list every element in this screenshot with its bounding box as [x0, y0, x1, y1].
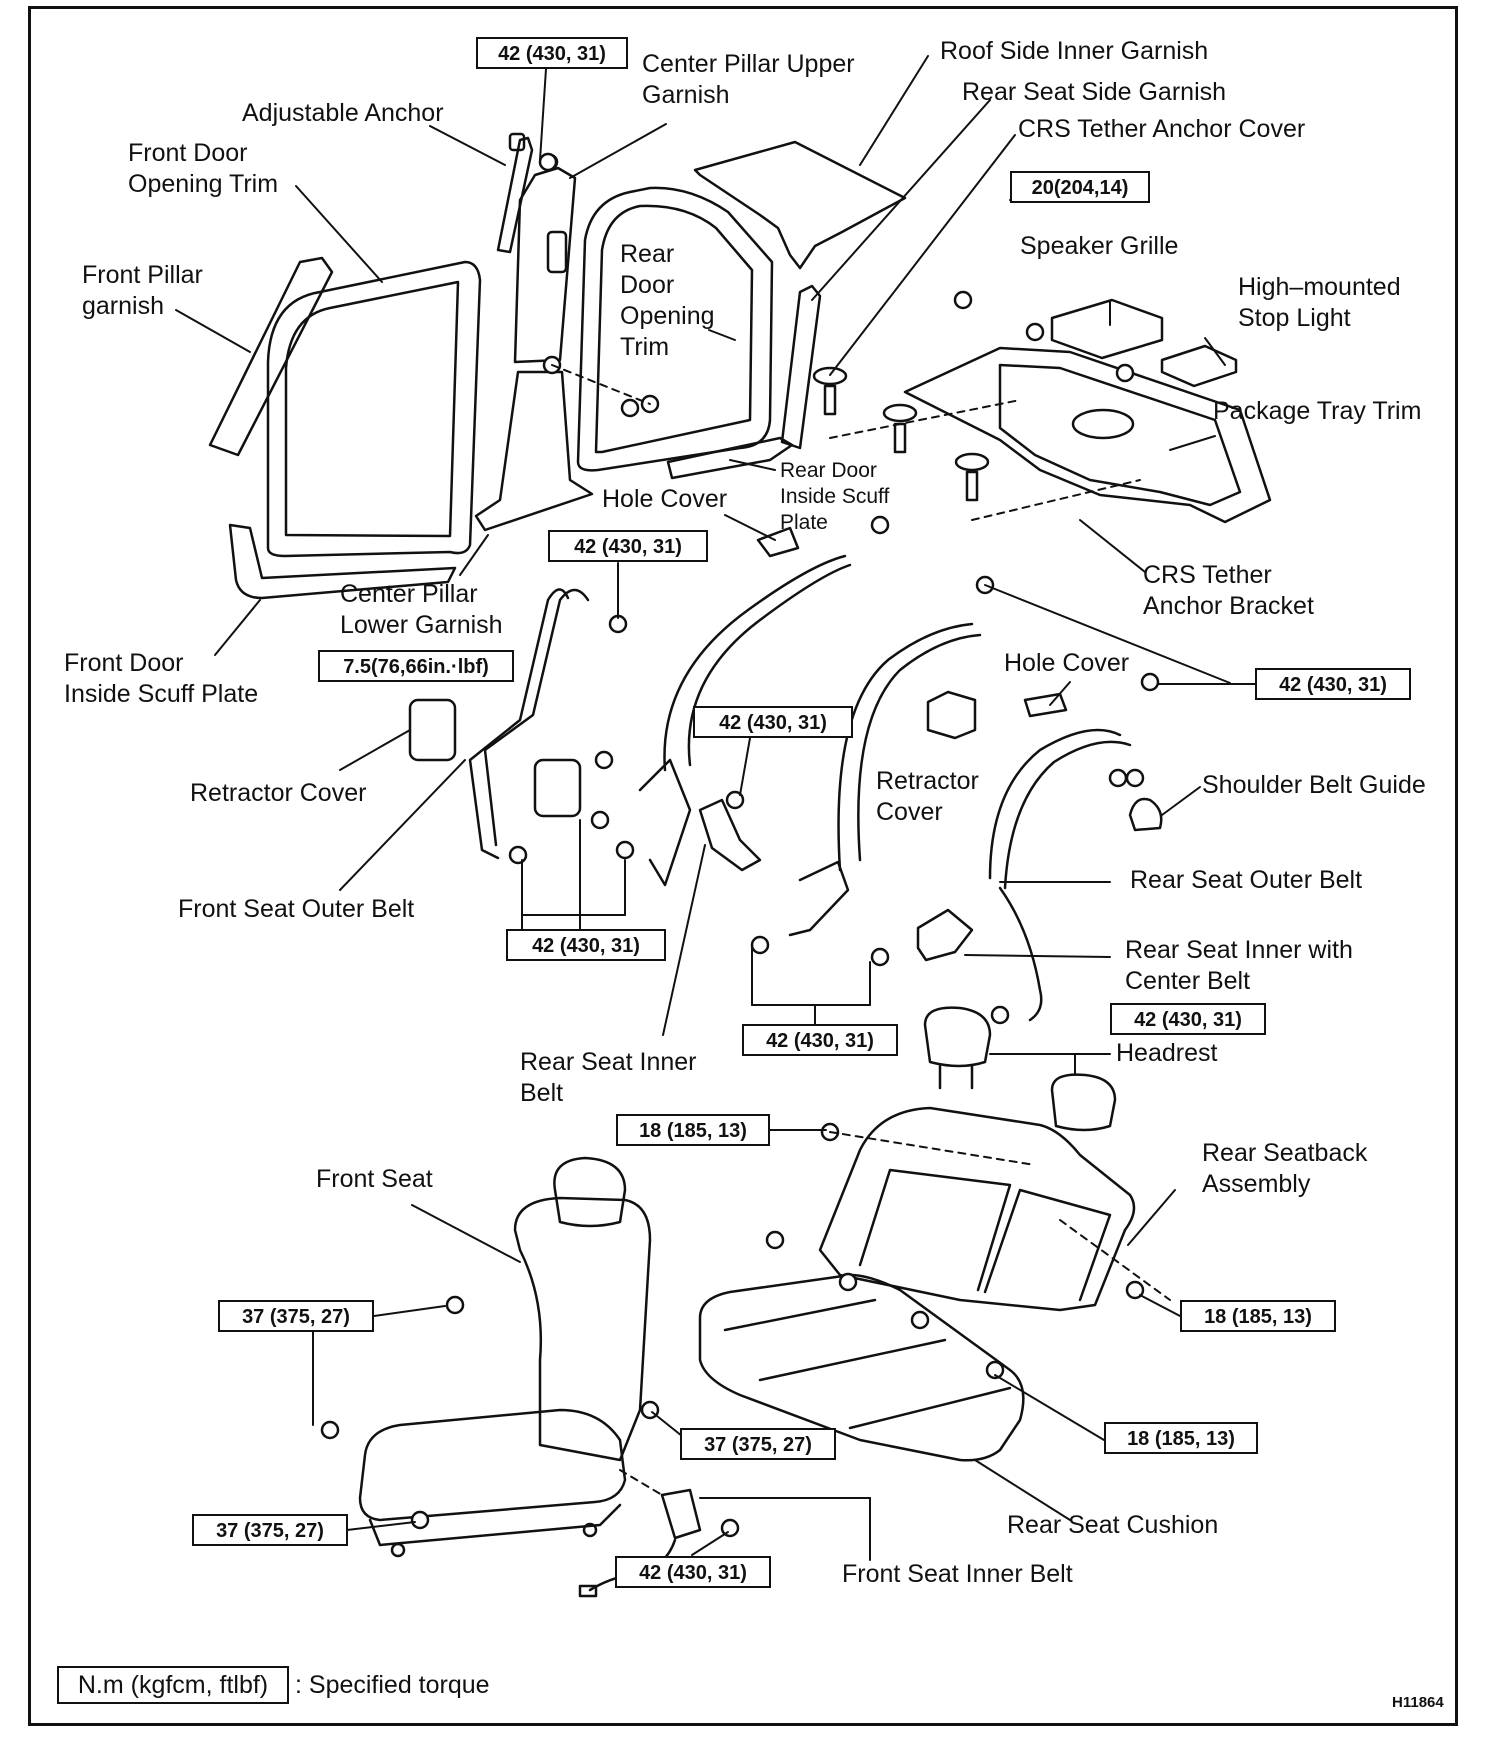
torque-box: 42 (430, 31): [548, 530, 708, 562]
torque-box: 37 (375, 27): [192, 1514, 348, 1546]
retractor-cover-front-part: [408, 698, 457, 762]
headrest-left-part: [923, 1006, 992, 1068]
torque-box: 42 (430, 31): [742, 1024, 898, 1056]
label-retractor-cover-2: Retractor Cover: [876, 767, 979, 826]
label-hole-cover: Hole Cover: [602, 485, 728, 513]
label-adjustable-anchor: Adjustable Anchor: [242, 99, 444, 127]
label-crs-tether-anchor-bracket: CRS Tether Anchor Bracket: [1143, 561, 1314, 620]
rear-seatback-part: [818, 1106, 1136, 1312]
label-rear-seatback-assembly: Rear Seatback Assembly: [1202, 1139, 1368, 1198]
torque-box: 18 (185, 13): [1180, 1300, 1336, 1332]
label-rear-seat-cushion: Rear Seat Cushion: [1007, 1511, 1219, 1539]
label-rear-seat-outer-belt: Rear Seat Outer Belt: [1130, 866, 1363, 894]
hole-cover-part: [756, 526, 800, 558]
label-retractor-cover: Retractor Cover: [190, 779, 367, 807]
label-headrest: Headrest: [1116, 1039, 1218, 1067]
label-rear-door-inside-scuff-plate: Rear Door Inside Scuff Plate: [780, 459, 890, 534]
label-front-door-opening-trim: Front Door Opening Trim: [128, 139, 279, 198]
label-front-pillar-garnish: Front Pillar garnish: [82, 261, 203, 320]
front-seat-part: [513, 1196, 652, 1462]
torque-box: 42 (430, 31): [615, 1556, 771, 1588]
legend-torque-unit-box: N.m (kgfcm, ftlbf): [57, 1666, 289, 1704]
label-speaker-grille: Speaker Grille: [1020, 232, 1179, 260]
torque-box: 42 (430, 31): [476, 37, 628, 69]
legend-description: : Specified torque: [295, 1671, 490, 1699]
rear-seat-inner-buckle-part: [698, 798, 762, 872]
speaker-grille-part: [1050, 298, 1164, 360]
crs-tether-brackets: [812, 366, 990, 502]
torque-box: 18 (185, 13): [1104, 1422, 1258, 1454]
label-package-tray-trim: Package Tray Trim: [1213, 397, 1422, 425]
label-center-pillar-lower-garnish: Center Pillar Lower Garnish: [340, 580, 503, 639]
package-tray-trim-part: [903, 346, 1272, 524]
high-mounted-stop-light-part: [1160, 344, 1238, 388]
center-pillar-upper-garnish-part: [513, 166, 577, 364]
adjustable-anchor-part: [496, 136, 534, 254]
diagram-frame: [28, 6, 1458, 1726]
label-front-seat: Front Seat: [316, 1165, 433, 1193]
front-seat-inner-belt-part: [660, 1488, 702, 1540]
rear-seat-belt-right-part: [988, 728, 1122, 880]
front-pillar-garnish-part: [208, 256, 334, 457]
torque-box: 18 (185, 13): [616, 1114, 770, 1146]
torque-box: 7.5(76,66in.·lbf): [318, 650, 514, 682]
shoulder-belt-guide-part: [1128, 797, 1163, 832]
label-center-pillar-upper-garnish: Center Pillar Upper Garnish: [642, 50, 855, 109]
label-front-seat-outer-belt: Front Seat Outer Belt: [178, 895, 415, 923]
figure-id: H11864: [1392, 1694, 1444, 1711]
label-rear-seat-inner-belt: Rear Seat Inner Belt: [520, 1048, 697, 1107]
label-crs-tether-anchor-cover: CRS Tether Anchor Cover: [1018, 115, 1306, 143]
torque-box: 42 (430, 31): [1110, 1003, 1266, 1035]
label-high-mounted-stop-light: High–mounted Stop Light: [1238, 273, 1401, 332]
retractor-cover-rear-part: [926, 690, 977, 740]
torque-box: 20(204,14): [1010, 171, 1150, 203]
torque-box: 37 (375, 27): [680, 1428, 836, 1460]
roof-side-inner-garnish-part: [693, 140, 907, 270]
label-rear-seat-side-garnish: Rear Seat Side Garnish: [962, 78, 1227, 106]
rear-seat-side-garnish-part: [780, 284, 822, 450]
label-shoulder-belt-guide: Shoulder Belt Guide: [1202, 771, 1426, 799]
label-hole-cover-2: Hole Cover: [1004, 649, 1130, 677]
center-pillar-lower-garnish-part: [474, 370, 594, 532]
rear-seat-belt-left-part: [687, 563, 852, 767]
rear-seat-cushion-part: [698, 1273, 1025, 1462]
torque-box: 42 (430, 31): [693, 706, 853, 738]
front-door-scuff-plate-part: [228, 523, 457, 600]
headrest-right-part: [1050, 1073, 1117, 1132]
torque-leaders: [312, 68, 1256, 1556]
rear-door-scuff-plate-part: [666, 436, 794, 480]
label-rear-door-opening-trim: Rear Door Opening Trim: [620, 240, 715, 361]
rear-door-opening-trim-part: [576, 186, 774, 472]
torque-box: 42 (430, 31): [506, 929, 666, 961]
label-front-door-inside-scuff-plate: Front Door Inside Scuff Plate: [64, 649, 259, 708]
torque-box: 42 (430, 31): [1255, 668, 1411, 700]
front-door-opening-trim-part: [266, 260, 482, 558]
label-rear-seat-inner-center-belt: Rear Seat Inner with Center Belt: [1125, 936, 1353, 995]
bolts: [320, 152, 1160, 1538]
label-roof-side-inner-garnish: Roof Side Inner Garnish: [940, 37, 1209, 65]
label-front-seat-inner-belt: Front Seat Inner Belt: [842, 1560, 1073, 1588]
dashed-lines: [551, 364, 1171, 1496]
torque-box: 37 (375, 27): [218, 1300, 374, 1332]
rear-seat-belt-center-part: [857, 633, 982, 862]
front-seat-headrest-part: [553, 1156, 627, 1228]
